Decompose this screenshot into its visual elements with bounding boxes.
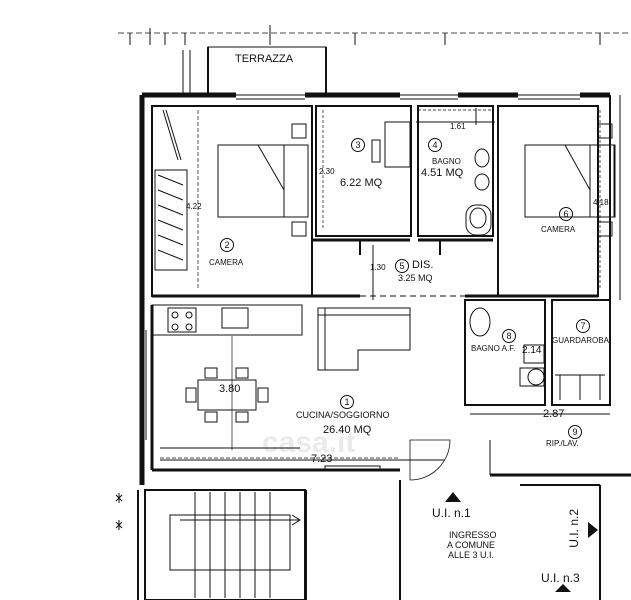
room-name-camera-2: CAMERA — [541, 225, 576, 234]
entrance-line-1: INGRESSO — [449, 530, 497, 540]
unit-3-label: U.I. n.3 — [541, 571, 580, 585]
room-area-studio: 6.22 MQ — [340, 177, 383, 189]
room-name-cucina: CUCINA/SOGGIORNO — [296, 410, 390, 420]
entrance-line-2: A COMUNE — [447, 540, 496, 550]
room-name-rip: RIP./LAV. — [546, 439, 579, 448]
dimension-4-22: 4.22 — [186, 202, 202, 211]
room-number-4: 4 — [428, 138, 442, 152]
room-area-dis: 3.25 MQ — [398, 273, 433, 283]
dimension-4-18: 4.18 — [593, 198, 609, 207]
room-number-1: 1 — [340, 395, 354, 409]
room-number-5: 5 — [395, 259, 409, 273]
dimension-1-61: 1.61 — [450, 122, 466, 131]
room-name-dis: DIS. — [412, 259, 434, 271]
dimension-7-23: 7.23 — [311, 453, 333, 465]
terrace-label: TERRAZZA — [235, 53, 294, 65]
room-name-guardaroba: GUARDAROBA — [552, 336, 609, 345]
dimension-2-14: 2.14 — [522, 345, 542, 356]
room-number-6: 6 — [559, 207, 573, 221]
unit-1-label: U.I. n.1 — [432, 506, 471, 520]
dimension-2-30: 2.30 — [319, 167, 335, 176]
dimension-1-30: 1.30 — [370, 263, 386, 272]
room-name-bagno-af: BAGNO A.F. — [471, 344, 516, 353]
room-number-9: 9 — [568, 425, 582, 439]
dimension-2-87: 2.87 — [543, 408, 565, 420]
entrance-line-3: ALLE 3 U.I. — [448, 550, 495, 560]
room-number-3: 3 — [351, 138, 365, 152]
room-name-camera-1: CAMERA — [209, 258, 244, 267]
watermark: casa.it — [262, 426, 356, 459]
room-area-bagno: 4.51 MQ — [421, 167, 464, 179]
room-number-2: 2 — [220, 238, 234, 252]
room-number-8: 8 — [502, 329, 516, 343]
room-name-bagno: BAGNO — [432, 157, 461, 166]
room-area-cucina: 26.40 MQ — [323, 424, 372, 436]
room-number-7: 7 — [576, 319, 590, 333]
dimension-3-80: 3.80 — [219, 383, 241, 395]
unit-2-label: U.I. n.2 — [567, 509, 581, 548]
